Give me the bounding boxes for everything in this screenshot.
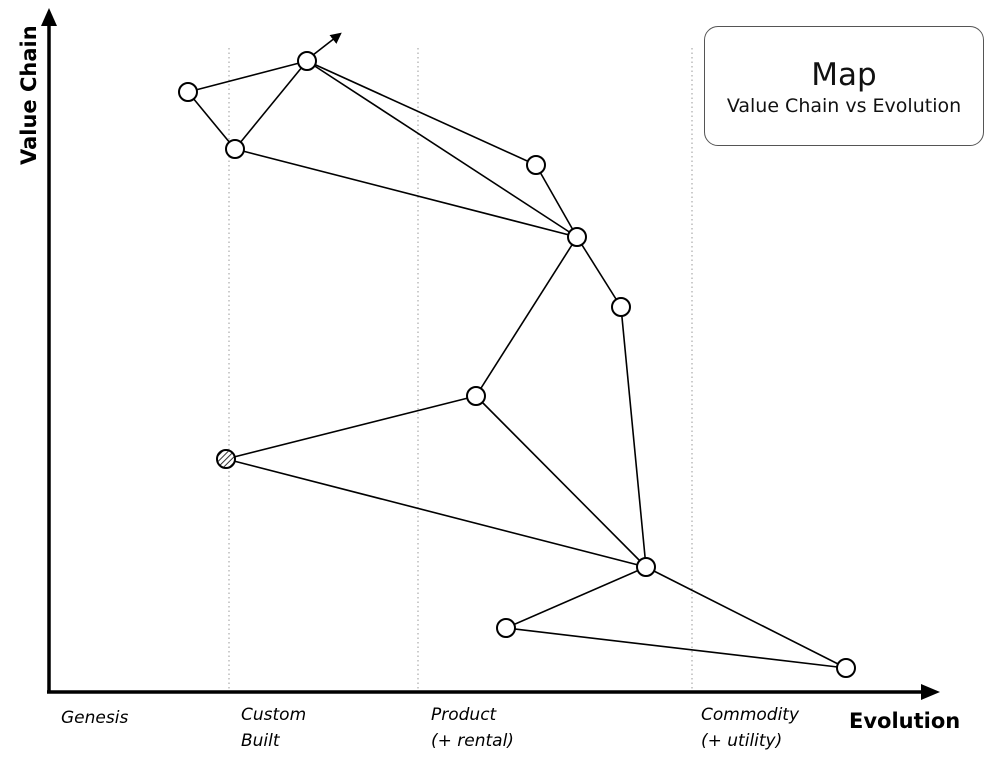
component-node-n4	[526, 155, 546, 175]
stage-label-product: Product	[431, 705, 498, 725]
link-n7-n9	[475, 395, 647, 568]
x-axis-arrowhead	[921, 684, 940, 700]
stage-label-product-line2: (+ rental)	[431, 731, 514, 751]
link-n10-n11	[505, 627, 847, 669]
y-axis-arrowhead	[41, 8, 57, 26]
component-node-n3	[225, 139, 245, 159]
link-n5-n7	[475, 236, 578, 397]
link-n8-n9	[225, 458, 647, 568]
map-components	[178, 51, 856, 678]
stage-label-custom-built-line2: Built	[241, 731, 281, 751]
stage-labels: Genesis Custom Built Product (+ rental) …	[61, 705, 800, 751]
axes	[41, 8, 940, 700]
stage-dividers	[228, 48, 693, 692]
stage-label-commodity-line2: (+ utility)	[701, 731, 782, 751]
component-node-n11	[836, 658, 856, 678]
link-n1-n2	[187, 60, 308, 93]
movement-arrows	[312, 32, 342, 56]
link-n5-n6	[576, 236, 622, 308]
link-n9-n10	[505, 566, 647, 629]
x-axis-label: Evolution	[849, 709, 960, 733]
link-n3-n5	[234, 148, 578, 238]
component-node-n1	[178, 82, 198, 102]
map-subtitle: Value Chain vs Evolution	[726, 95, 962, 117]
component-node-n9	[636, 557, 656, 577]
component-node-n10	[496, 618, 516, 638]
stage-label-commodity: Commodity	[701, 705, 800, 725]
link-n2-n4	[306, 60, 537, 166]
component-node-n2	[297, 51, 317, 71]
component-node-n7	[466, 386, 486, 406]
movement-arrow-n2	[312, 32, 342, 56]
component-node-n8	[216, 449, 236, 469]
link-n2-n3	[234, 60, 308, 150]
link-n1-n3	[187, 91, 236, 150]
stage-label-custom-built: Custom	[241, 705, 306, 725]
map-title: Map	[811, 57, 877, 93]
component-node-n5	[567, 227, 587, 247]
link-n2-n5	[306, 60, 578, 238]
link-n7-n8	[225, 395, 477, 460]
stage-label-genesis: Genesis	[61, 708, 128, 728]
map-title-box: Map Value Chain vs Evolution	[704, 26, 984, 146]
link-n9-n11	[645, 566, 847, 669]
y-axis-label: Value Chain	[17, 25, 41, 165]
link-n6-n9	[620, 306, 647, 568]
link-n4-n5	[535, 164, 578, 238]
map-links	[187, 60, 847, 669]
component-node-n6	[611, 297, 631, 317]
